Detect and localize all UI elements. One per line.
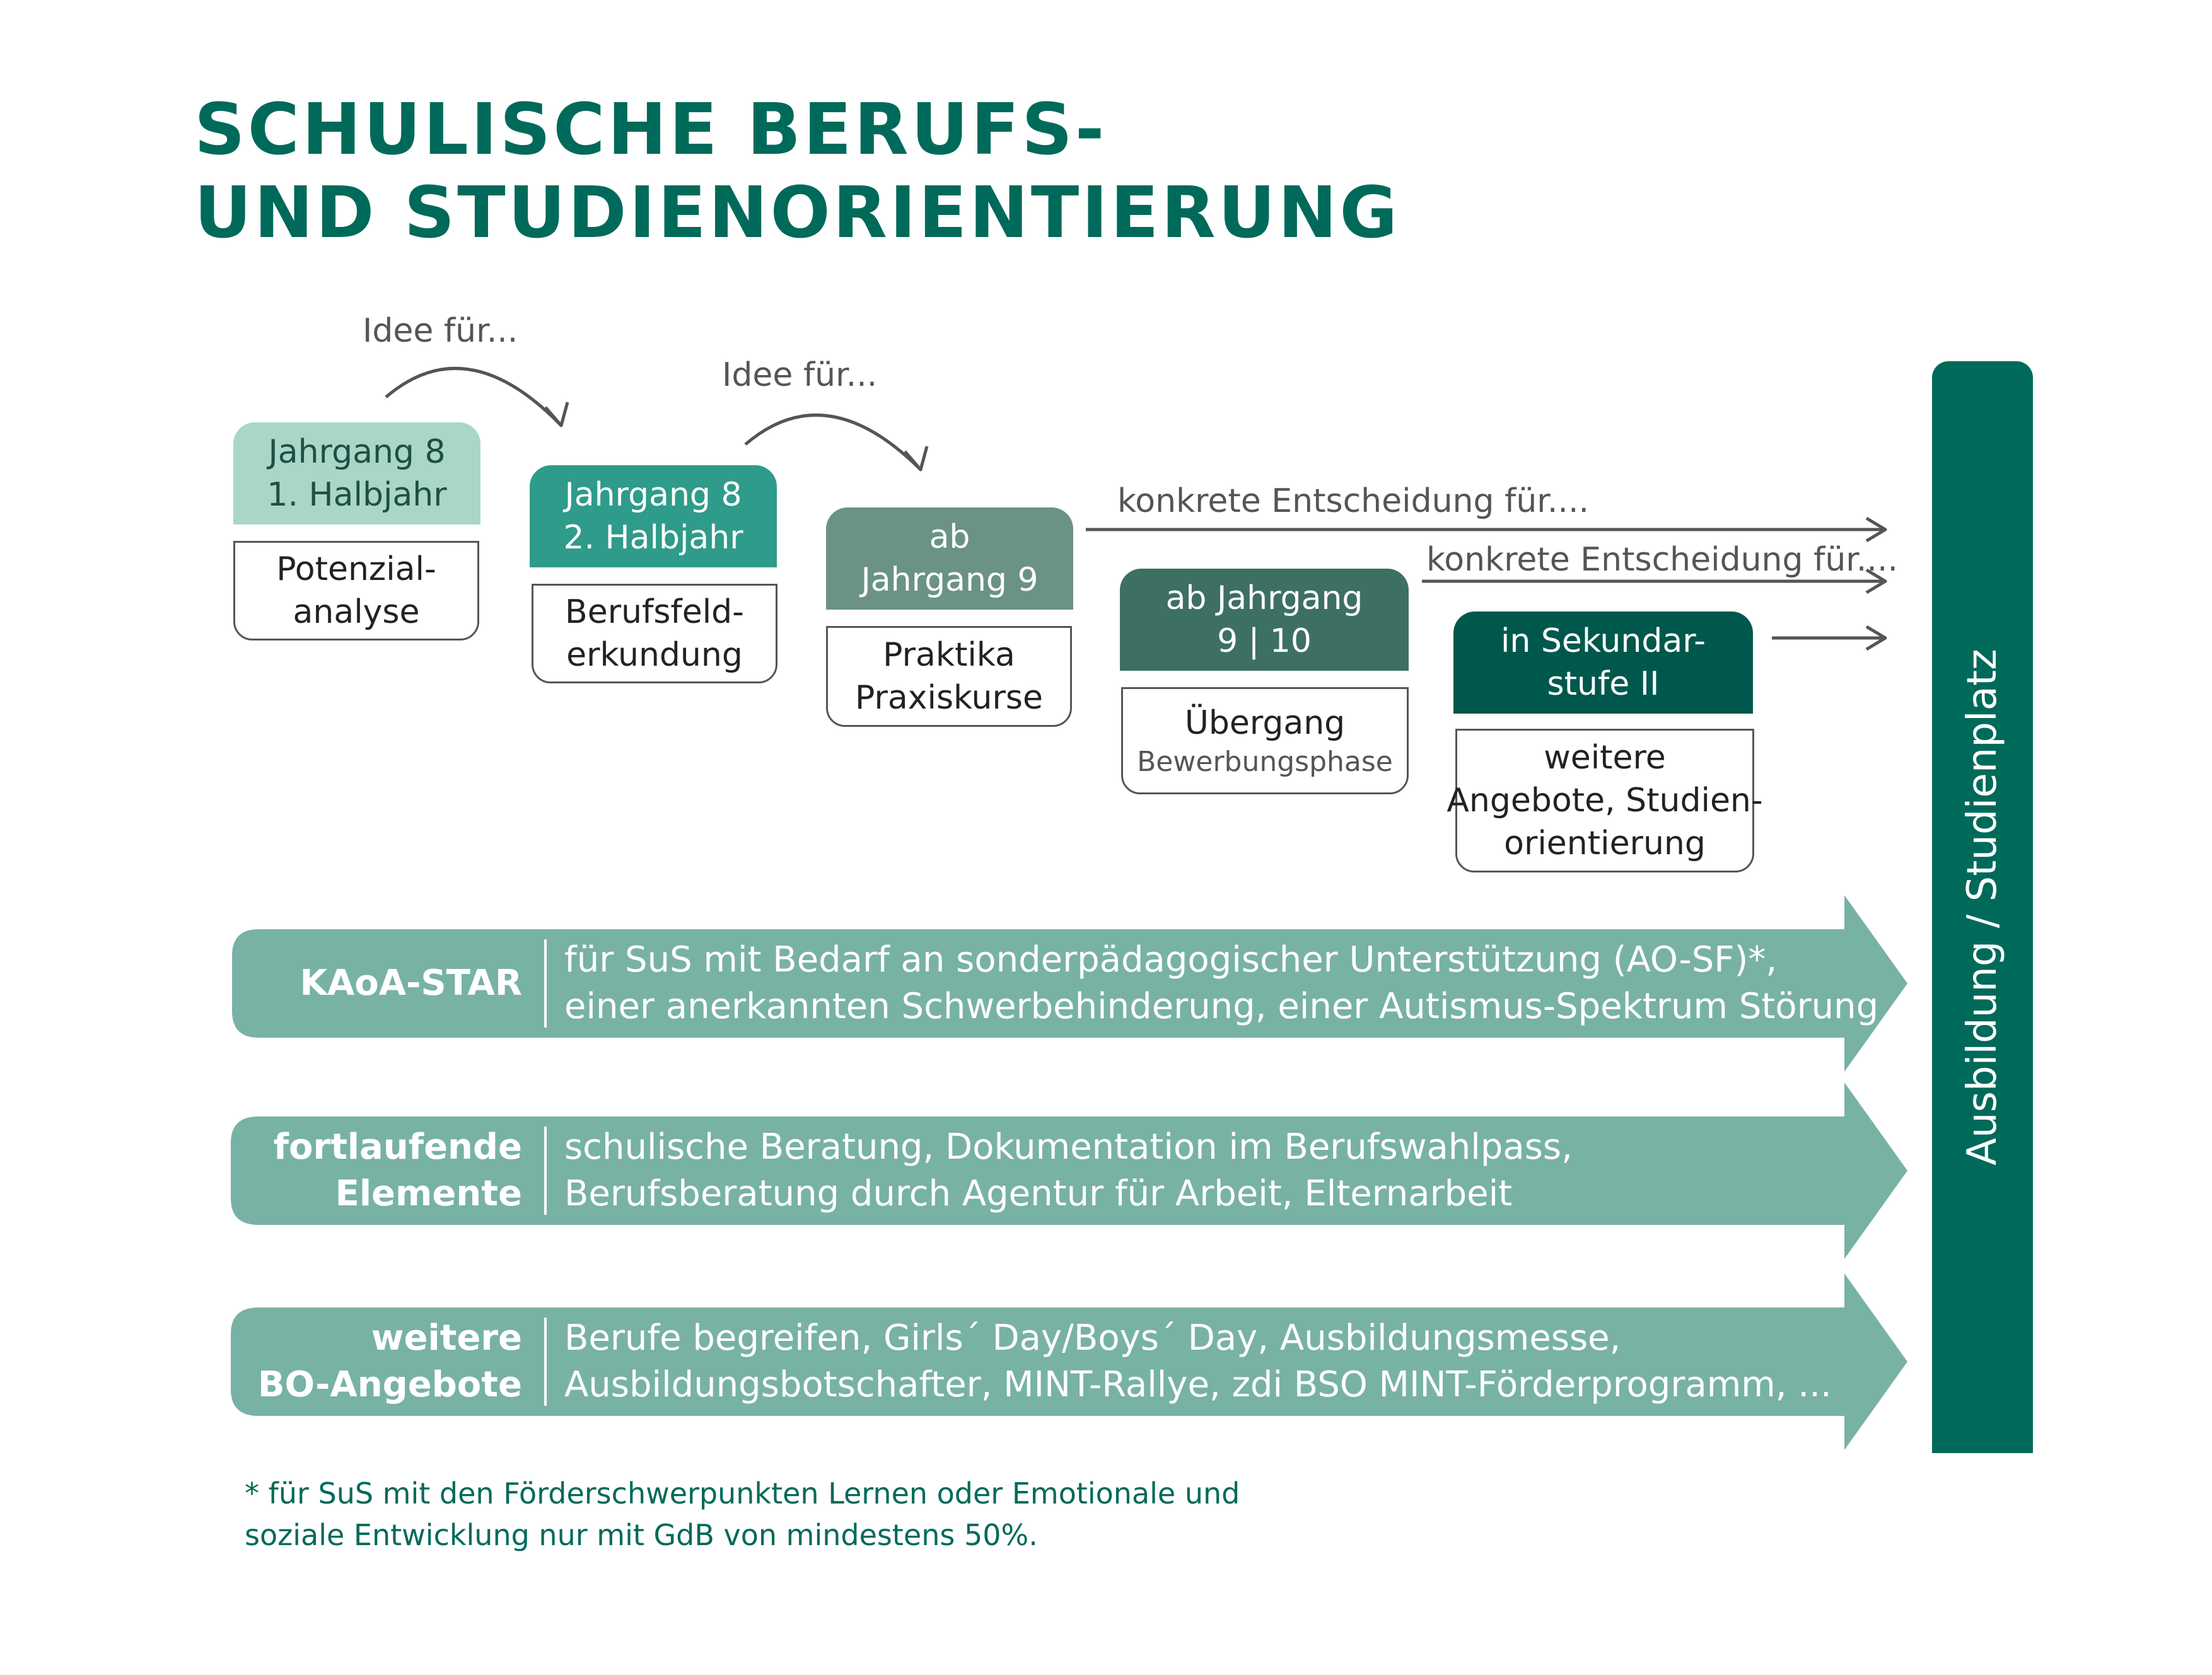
step-body-weitere-angebote: weitere Angebote, Studien- orientierung (1447, 729, 1763, 872)
step-body-line: Angebote, Studien- (1447, 782, 1763, 820)
step-body-line: erkundung (566, 636, 743, 674)
band-divider (544, 1318, 547, 1406)
band-text-line: Berufsberatung durch Agentur für Arbeit,… (564, 1173, 1513, 1214)
band-arrow-fortlaufende (231, 1082, 1907, 1259)
band-label-weitere-bo-angebote: weitere BO-Angebote (258, 1315, 522, 1408)
step-head-line: ab Jahrgang (1165, 579, 1363, 617)
footnote-line-2: soziale Entwicklung nur mit GdB von mind… (245, 1518, 1038, 1552)
step-body-line: Potenzial- (276, 550, 436, 588)
step-body-line: weitere (1544, 739, 1666, 777)
step-head-line: Jahrgang 9 (861, 561, 1039, 599)
sidebar-label: Ausbildung / Studienplatz (1959, 649, 2006, 1166)
band-text-fortlaufende-elemente: schulische Beratung, Dokumentation im Be… (564, 1124, 1573, 1217)
idea-label-2: Idee für... (722, 356, 878, 394)
band-text-line: Ausbildungsbotschafter, MINT-Rallye, zdi… (564, 1364, 1832, 1405)
step-head-line: Jahrgang 8 (564, 476, 742, 514)
step-head-line: 2. Halbjahr (563, 519, 743, 557)
band-text-line: einer anerkannten Schwerbehinderung, ein… (564, 986, 1879, 1027)
decision-label-1: konkrete Entscheidung für.... (1117, 482, 1590, 520)
band-label-line: BO-Angebote (257, 1364, 522, 1405)
band-divider (544, 939, 547, 1028)
step-head-jahrgang-8-1: Jahrgang 8 1. Halbjahr (233, 422, 480, 525)
step-head-line: Jahrgang 8 (268, 433, 446, 471)
decision-arrow-1-head (1865, 516, 1887, 543)
idea-arrow-1-head (544, 402, 569, 427)
band-text-weitere-bo-angebote: Berufe begreifen, Girls´ Day/Boys´ Day, … (564, 1315, 1832, 1408)
title-line-2: UND STUDIENORIENTIERUNG (194, 172, 1400, 254)
band-label-kaoa-star: KAoA-STAR (300, 960, 522, 1007)
step-body-potenzialanalyse: Potenzial- analyse (233, 541, 479, 640)
step-head-line: stufe II (1547, 665, 1660, 703)
step-body-line: Praxiskurse (855, 679, 1043, 717)
idea-arrow-1 (385, 366, 562, 427)
footnote-line-1: * für SuS mit den Förderschwerpunkten Le… (245, 1476, 1240, 1510)
band-text-kaoa-star: für SuS mit Bedarf an sonderpädagogische… (564, 937, 1878, 1030)
step-body-line: Praktika (883, 636, 1015, 674)
footnote: * für SuS mit den Förderschwerpunkten Le… (245, 1473, 1240, 1556)
band-label-line: Elemente (335, 1173, 522, 1214)
step-head-line: in Sekundar- (1500, 622, 1706, 660)
step-head-line: 1. Halbjahr (267, 476, 447, 514)
step-head-line: 9 | 10 (1217, 622, 1312, 660)
step-body-line: Berufsfeld- (565, 593, 744, 631)
band-text-line: Berufe begreifen, Girls´ Day/Boys´ Day, … (564, 1318, 1621, 1359)
decision-label-2: konkrete Entscheidung für.... (1426, 541, 1899, 579)
step-body-berufsfelderkundung: Berufsfeld- erkundung (532, 584, 777, 683)
band-text-line: schulische Beratung, Dokumentation im Be… (564, 1127, 1573, 1168)
step-body-line: analyse (293, 593, 420, 631)
step-head-line: ab (929, 518, 970, 556)
step-head-ab-jahrgang-9: ab Jahrgang 9 (826, 507, 1073, 610)
step-head-ab-jahrgang-9-10: ab Jahrgang 9 | 10 (1120, 569, 1409, 671)
band-label-line: weitere (371, 1318, 522, 1359)
band-label-line: KAoA-STAR (300, 963, 522, 1004)
band-label-line: fortlaufende (273, 1127, 522, 1168)
sidebar-ausbildung-studienplatz (1932, 361, 2033, 1453)
step-body-praktika: Praktika Praxiskurse (826, 626, 1072, 727)
page-title: SCHULISCHE BERUFS- UND STUDIENORIENTIERU… (194, 88, 1400, 255)
step-body-line: Übergang (1184, 704, 1346, 742)
step-head-jahrgang-8-2: Jahrgang 8 2. Halbjahr (530, 465, 777, 567)
continuation-arrow-head (1865, 625, 1887, 651)
band-label-fortlaufende-elemente: fortlaufende Elemente (274, 1124, 522, 1217)
band-divider (544, 1127, 547, 1215)
title-line-1: SCHULISCHE BERUFS- (194, 89, 1107, 171)
idea-label-1: Idee für... (363, 312, 518, 350)
idea-arrow-2 (744, 413, 922, 471)
band-text-line: für SuS mit Bedarf an sonderpädagogische… (564, 939, 1778, 980)
idea-arrow-2-head (904, 446, 929, 472)
step-body-uebergang: Übergang Bewerbungsphase (1121, 687, 1409, 794)
decision-arrow-2-head (1865, 568, 1887, 594)
step-head-sekundarstufe-2: in Sekundar- stufe II (1453, 611, 1753, 714)
band-arrow-kaoa-star (232, 895, 1907, 1072)
step-body-subline: Bewerbungsphase (1137, 746, 1393, 778)
band-arrow-weitere (231, 1273, 1907, 1450)
step-body-line: orientierung (1504, 825, 1706, 862)
